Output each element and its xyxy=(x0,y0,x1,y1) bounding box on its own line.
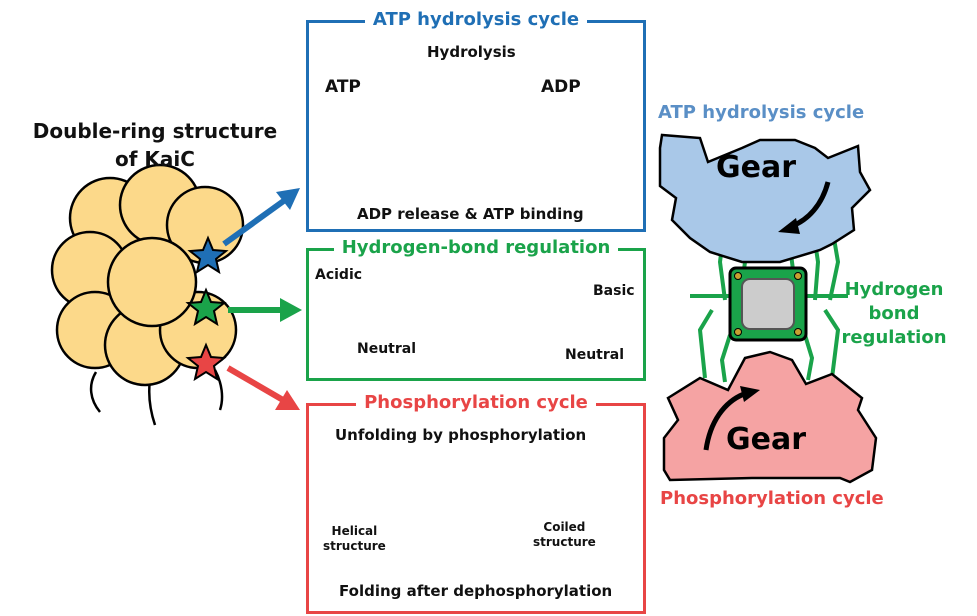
green-star xyxy=(185,287,227,327)
atp-hydrolysis-panel: ATP hydrolysis cycle Hydrolysis ATP ADP … xyxy=(306,9,646,232)
green-arrow xyxy=(228,298,302,322)
adp-release-label: ADP release & ATP binding xyxy=(357,205,584,223)
adp-label: ADP xyxy=(541,77,581,97)
blue-star xyxy=(187,235,229,275)
bottom-gear-rotation-arrow xyxy=(703,386,760,451)
red-arrow xyxy=(226,365,300,410)
top-gear-caption: ATP hydrolysis cycle xyxy=(658,102,865,123)
neutral-right-label: Neutral xyxy=(565,347,625,363)
hbond-regulation-caption: Hydrogen bond regulation xyxy=(834,278,954,350)
kaic-title-line1: Double-ring structure xyxy=(32,119,278,143)
coiled-line1: Coiled xyxy=(543,520,586,534)
coiled-structure-label: Coiled structure xyxy=(533,520,596,550)
neutral-left-label: Neutral xyxy=(357,341,417,357)
top-gear-rotation-arrow xyxy=(778,181,831,234)
folding-label: Folding after dephosphorylation xyxy=(339,582,613,600)
coiled-line2: structure xyxy=(533,535,596,549)
chip xyxy=(728,266,808,342)
unfolding-label: Unfolding by phosphorylation xyxy=(335,426,587,444)
phosphorylation-panel: Phosphorylation cycle Unfolding by phosp… xyxy=(306,392,646,614)
acidic-label: Acidic xyxy=(315,267,363,283)
hydrolysis-label: Hydrolysis xyxy=(427,43,516,61)
atp-panel-title: ATP hydrolysis cycle xyxy=(309,9,643,30)
helical-line1: Helical xyxy=(331,524,378,538)
kaic-structure xyxy=(50,163,245,426)
helical-line2: structure xyxy=(323,539,386,553)
kaic-title: Double-ring structure of KaiC xyxy=(30,117,280,173)
hbond-caption-line1: Hydrogen xyxy=(844,279,944,300)
top-gear xyxy=(658,133,872,264)
red-star xyxy=(185,342,227,382)
hbond-panel-title: Hydrogen-bond regulation xyxy=(309,237,643,258)
hbond-caption-line3: regulation xyxy=(841,327,947,348)
bottom-gear xyxy=(662,350,878,484)
helical-structure-label: Helical structure xyxy=(323,524,386,554)
phospho-badge: P xyxy=(546,479,556,494)
blue-arrow xyxy=(222,188,300,247)
atp-label: ATP xyxy=(325,77,361,97)
basic-label: Basic xyxy=(593,283,635,299)
top-gear-label: Gear xyxy=(716,150,797,185)
bottom-gear-label: Gear xyxy=(726,422,807,457)
bottom-gear-caption: Phosphorylation cycle xyxy=(660,488,884,509)
phos-panel-title: Phosphorylation cycle xyxy=(309,392,643,413)
kaic-title-line2: of KaiC xyxy=(115,147,195,171)
hbond-regulation-panel: Hydrogen-bond regulation Acidic Basic Ne… xyxy=(306,237,646,381)
hbond-caption-line2: bond xyxy=(868,303,920,324)
